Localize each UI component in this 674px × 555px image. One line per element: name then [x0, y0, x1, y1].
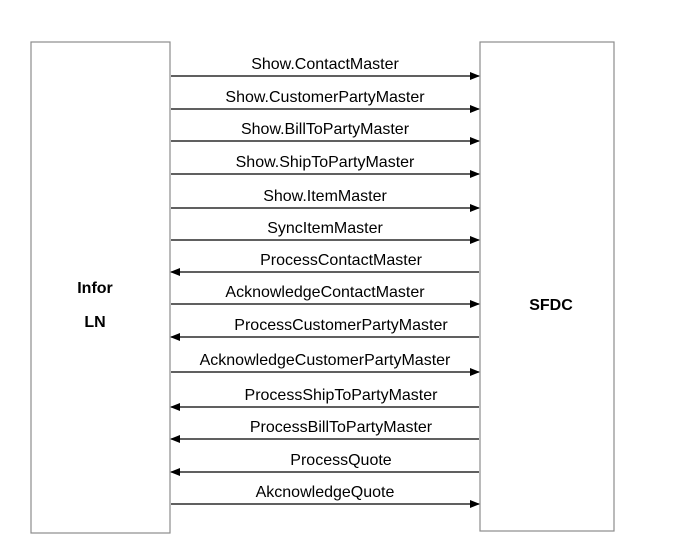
- message-label: AcknowledgeContactMaster: [225, 284, 425, 301]
- message-label: Show.ItemMaster: [263, 188, 387, 205]
- infor-ln-box: [30, 41, 171, 534]
- message-label: Show.ShipToPartyMaster: [236, 154, 415, 171]
- message-label: ProcessBillToPartyMaster: [250, 419, 433, 436]
- message-label: Show.BillToPartyMaster: [241, 121, 410, 138]
- message-label: ProcessShipToPartyMaster: [245, 387, 439, 404]
- message-label: AcknowledgeCustomerPartyMaster: [200, 352, 451, 369]
- sfdc-box: [479, 41, 615, 532]
- message-label: ProcessCustomerPartyMaster: [234, 317, 448, 334]
- message-label: Show.ContactMaster: [251, 56, 399, 73]
- message-label: AkcnowledgeQuote: [256, 484, 395, 501]
- infor-ln-label-line2: LN: [84, 314, 105, 331]
- message-label: ProcessQuote: [290, 452, 391, 469]
- message-label: ProcessContactMaster: [260, 252, 423, 269]
- infor-ln-label-line1: Infor: [77, 280, 113, 297]
- message-arrows: Show.ContactMasterShow.CustomerPartyMast…: [170, 56, 480, 508]
- sfdc-label: SFDC: [529, 297, 573, 314]
- message-label: Show.CustomerPartyMaster: [225, 89, 425, 106]
- message-label: SyncItemMaster: [267, 220, 383, 237]
